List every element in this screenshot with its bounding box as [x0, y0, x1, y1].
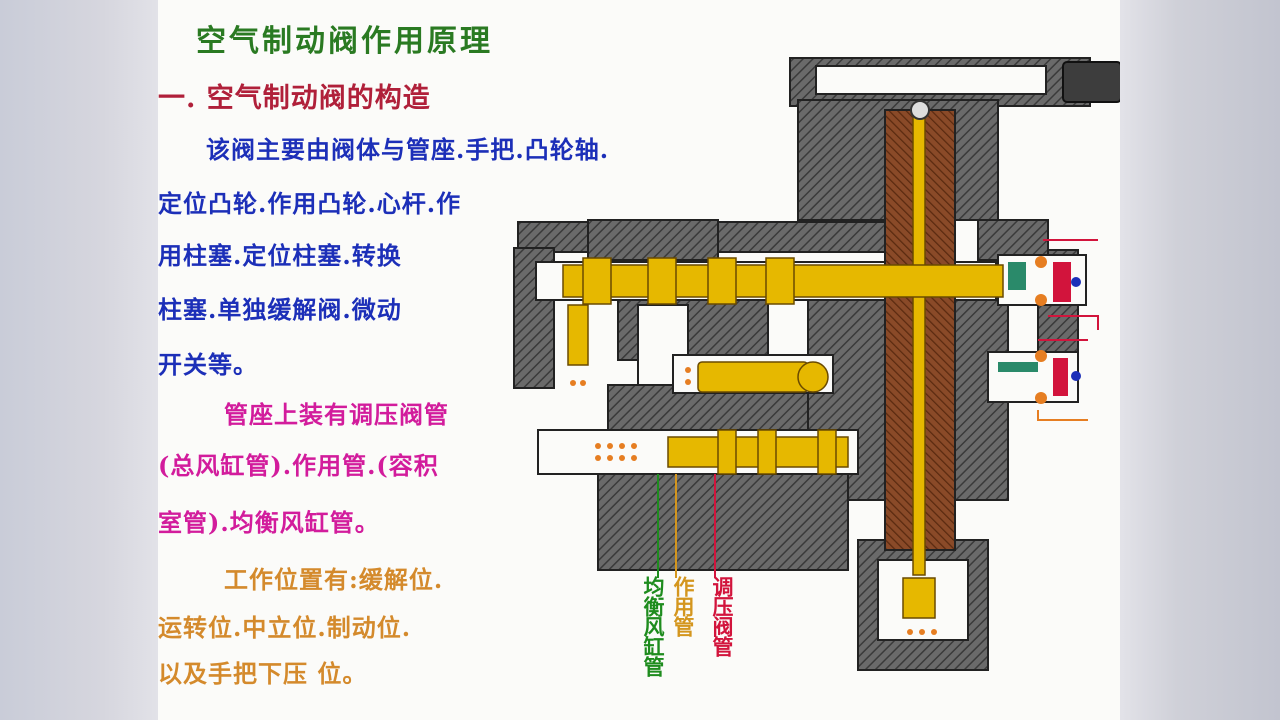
positioning-plunger — [567, 304, 589, 366]
para1-line: 开关等。 — [158, 350, 258, 379]
port-holes — [570, 367, 937, 635]
handle-cap — [1062, 61, 1120, 103]
gold-parts — [562, 114, 1004, 619]
micro-switch-lower — [998, 339, 1088, 421]
para1-line: 该阀主要由阀体与管座.手把.凸轮轴. — [206, 135, 610, 164]
para1-line: 用柱塞.定位柱塞.转换 — [158, 241, 402, 270]
section-heading: 一. 空气制动阀的构造 — [158, 83, 431, 114]
brake-valve-diagram — [513, 57, 1120, 671]
pivot-pin — [910, 100, 930, 120]
label-action-pipe: 作用管 — [671, 576, 696, 636]
para3-line: 工作位置有:缓解位. — [224, 565, 444, 594]
para3-line: 以及手把下压 位。 — [158, 659, 368, 688]
label-equalizing-pipe: 均衡风缸管 — [641, 576, 666, 676]
para2-line: 室管).均衡风缸管。 — [158, 508, 380, 537]
para1-line: 柱塞.单独缓解阀.微动 — [158, 295, 402, 324]
label-regulator-pipe: 调压阀管 — [710, 576, 735, 656]
action-plunger — [697, 361, 809, 393]
slide-title: 空气制动阀作用原理 — [196, 24, 493, 59]
para3-line: 运转位.中立位.制动位. — [158, 613, 412, 642]
para1-line: 定位凸轮.作用凸轮.心杆.作 — [158, 189, 462, 218]
micro-switch-upper — [1008, 239, 1099, 330]
para2-line: (总风缸管).作用管.(容积 — [158, 451, 439, 480]
para2-line: 管座上装有调压阀管 — [224, 400, 449, 429]
core-rod — [912, 114, 926, 576]
slide: 空气制动阀作用原理 一. 空气制动阀的构造 该阀主要由阀体与管座.手把.凸轮轴.… — [158, 0, 1120, 720]
